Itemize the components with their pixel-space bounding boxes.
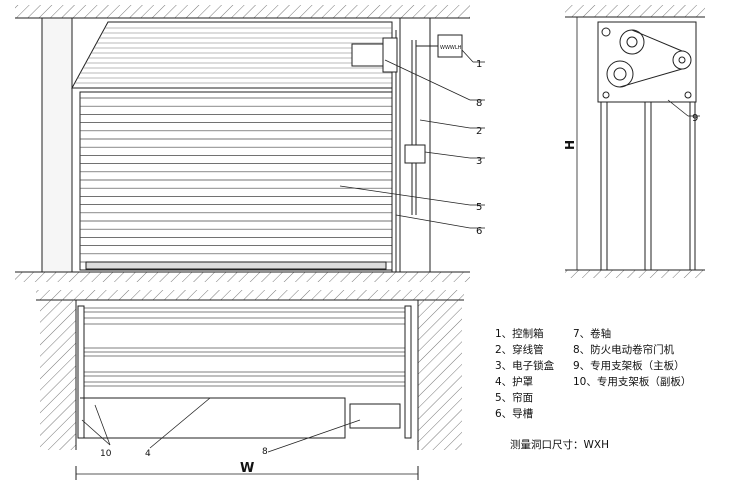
legend-item: 9、专用支架板（主板） <box>573 360 685 372</box>
floor-hatch <box>15 272 470 282</box>
legend-item: 7、卷轴 <box>573 328 612 340</box>
callout-8-plan: 8 <box>262 447 268 457</box>
plan-ceiling-hatch <box>36 290 464 300</box>
plan-left-wall <box>40 300 76 450</box>
legend-item: 1、控制箱 <box>495 328 544 340</box>
legend-item: 3、电子锁盒 <box>495 360 555 372</box>
legend-item: 5、帘面 <box>495 392 534 404</box>
curtain <box>79 91 393 271</box>
callout-5: 5 <box>476 202 482 213</box>
left-wall <box>41 17 73 273</box>
lock-box <box>404 144 426 164</box>
side-ceiling-hatch <box>565 5 705 17</box>
plan-motor <box>349 403 401 429</box>
side-floor-hatch <box>565 270 705 278</box>
bottom-bar <box>85 261 387 270</box>
callout-8-front: 8 <box>476 98 482 109</box>
legend-item: 6、导槽 <box>495 408 534 420</box>
legend-item: 2、穿线管 <box>495 344 544 356</box>
control-box-label: WWWLH <box>440 45 462 51</box>
callout-6: 6 <box>476 226 482 237</box>
bracket-left <box>77 305 85 439</box>
legend-item: 10、专用支架板（副板） <box>573 376 692 388</box>
callout-3: 3 <box>476 156 482 167</box>
plan-view <box>36 290 464 480</box>
callout-2: 2 <box>476 126 482 137</box>
height-label: H <box>563 140 577 150</box>
measurement-note: 测量洞口尺寸：WXH <box>510 439 609 451</box>
width-label: W <box>240 461 254 476</box>
mounting-plate <box>597 21 697 103</box>
plan-hood <box>80 397 346 439</box>
callout-4: 4 <box>145 449 151 459</box>
plan-right-wall <box>418 300 462 450</box>
ceiling-hatch <box>15 5 470 18</box>
side-view <box>565 5 705 278</box>
front-view <box>15 5 485 282</box>
legend-item: 4、护罩 <box>495 376 534 388</box>
callout-10: 10 <box>100 449 112 459</box>
bracket-right <box>404 305 412 439</box>
legend-item: 8、防火电动卷帘门机 <box>573 344 675 356</box>
callout-9: 9 <box>692 113 698 124</box>
callout-1: 1 <box>476 59 482 70</box>
